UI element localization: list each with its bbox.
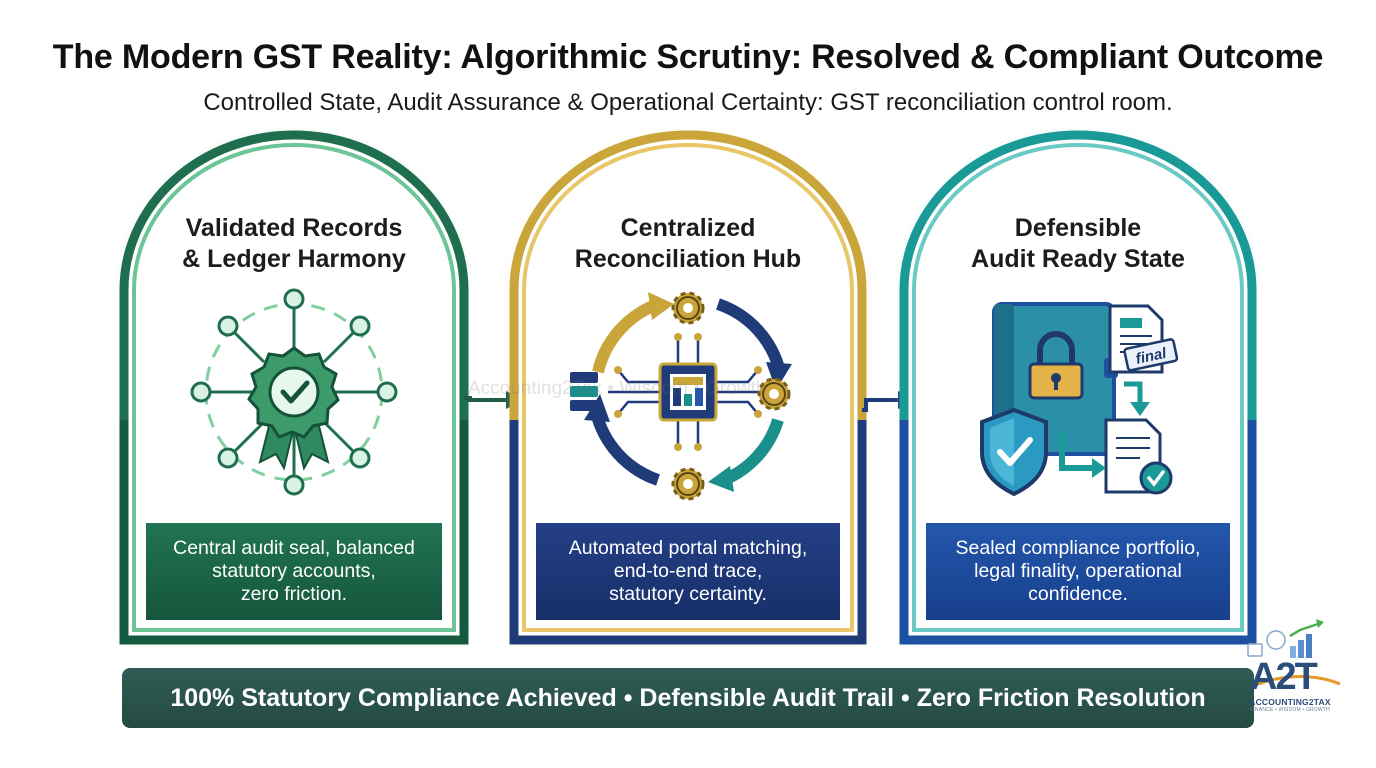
final-stamp-label: final (1134, 345, 1169, 368)
card-2-caption: Automated portal matching, end-to-end tr… (536, 537, 840, 606)
card-2-heading-line-1: Centralized (620, 214, 756, 242)
shield-icon (980, 407, 1048, 497)
card-3-caption-line-3: confidence. (1028, 583, 1128, 605)
check-badge-icon (1139, 461, 1173, 495)
logo-mark: A2T (1250, 656, 1318, 698)
seal-network-icon (190, 288, 398, 496)
logo-tagline: FINANCE • WISDOM • GROWTH (1250, 707, 1330, 713)
a2t-logo-emblem (1237, 619, 1341, 696)
card-1-caption: Central audit seal, balanced statutory a… (146, 537, 442, 606)
card-3-caption-line-1: Sealed compliance portfolio, (955, 537, 1201, 559)
gear-icon (671, 467, 705, 501)
card-2-heading-line-2: Reconciliation Hub (574, 245, 802, 273)
card-validated-records (119, 130, 469, 645)
card-3-heading-line-2: Audit Ready State (971, 245, 1185, 273)
locked-portfolio-icon: final (980, 302, 1179, 497)
card-1-heading-line-2: & Ledger Harmony (182, 245, 406, 273)
logo-name: ACCOUNTING2TAX (1249, 697, 1331, 707)
card-3-heading-line-1: Defensible (1014, 214, 1142, 242)
page-title: The Modern GST Reality: Algorithmic Scru… (52, 38, 1324, 76)
card-3-caption: Sealed compliance portfolio, legal final… (926, 537, 1230, 606)
card-1-heading-line-1: Validated Records (185, 214, 403, 242)
summary-banner-text: 100% Statutory Compliance Achieved • Def… (170, 683, 1206, 712)
summary-banner: 100% Statutory Compliance Achieved • Def… (122, 668, 1254, 728)
reconciliation-hub-icon (570, 291, 792, 501)
card-audit-ready: final (899, 130, 1257, 645)
lock-icon (1028, 331, 1084, 400)
logo-text: ACCOUNTING2TAX FINANCE • WISDOM • GROWTH (1240, 697, 1340, 713)
card-1-caption-line-3: zero friction. (240, 583, 348, 605)
card-1-caption-line-1: Central audit seal, balanced (173, 537, 415, 559)
card-3-heading: Defensible Audit Ready State (926, 213, 1230, 275)
card-2-caption-line-1: Automated portal matching, (568, 537, 808, 559)
page-subtitle: Controlled State, Audit Assurance & Oper… (203, 89, 1173, 116)
card-reconciliation-hub (509, 130, 867, 645)
final-stamp: final (1123, 338, 1179, 372)
card-2-heading: Centralized Reconciliation Hub (536, 213, 840, 275)
card-1-heading: Validated Records & Ledger Harmony (146, 213, 442, 275)
gear-icon (671, 291, 705, 325)
gear-icon (757, 377, 791, 411)
card-2-caption-line-3: statutory certainty. (609, 583, 767, 605)
card-3-caption-line-2: legal finality, operational (974, 560, 1182, 582)
card-1-caption-line-2: statutory accounts, (212, 560, 376, 582)
card-2-caption-line-2: end-to-end trace, (613, 560, 763, 582)
